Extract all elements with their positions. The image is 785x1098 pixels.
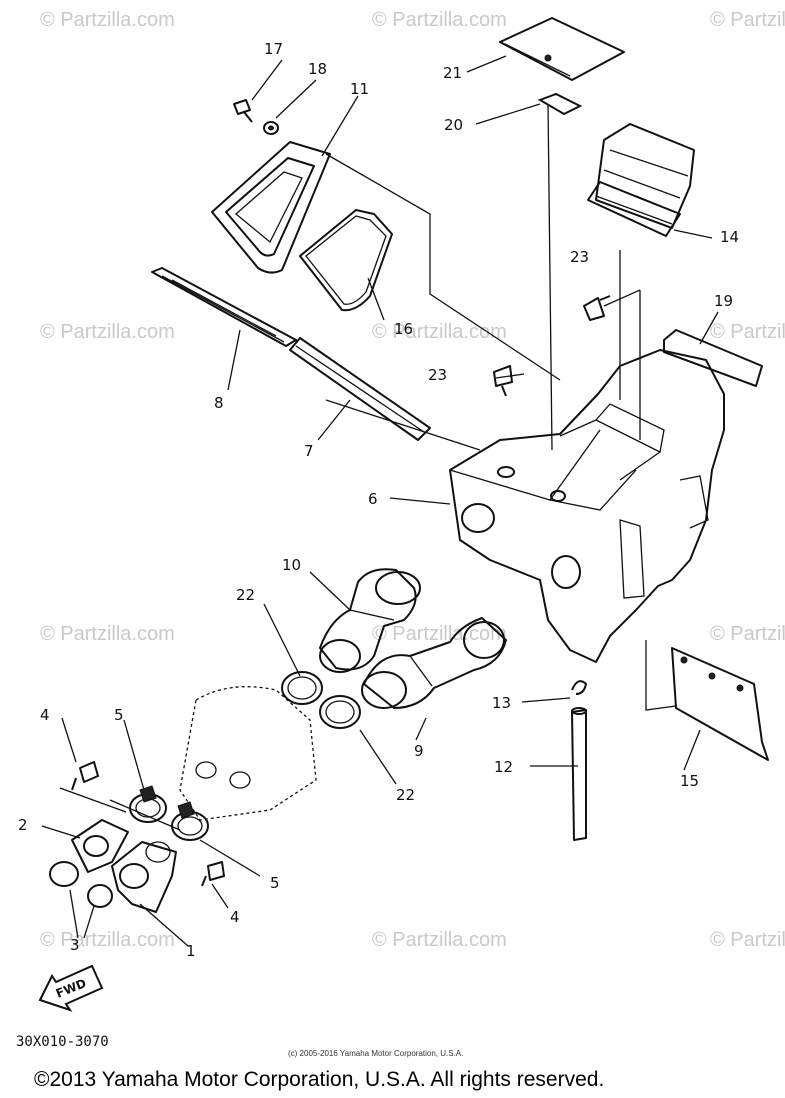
watermark: © Partzilla.com [372,321,507,343]
callout-7: 7 [304,442,314,460]
part-17-bolt [233,99,253,123]
part-22-clamp-upper [281,671,323,705]
part-9-joint-boot [361,617,507,709]
part-14-intake-boot [587,123,695,237]
part-1-manifold [111,841,177,913]
callout-19: 19 [714,292,733,310]
callout-16: 16 [394,320,413,338]
callout-14: 14 [720,228,739,246]
watermarks: © Partzilla.com © Partzilla.com © Partzi… [40,9,785,951]
fwd-arrow-icon: FWD [38,964,104,1012]
part-18-washer [263,121,279,135]
watermark: © Partzilla.com [710,321,785,343]
callout-17: 17 [264,40,283,58]
leader-lines [41,55,719,947]
part-12-drain-tube [571,707,587,841]
callout-10: 10 [282,556,301,574]
watermark: © Partzilla.com [372,929,507,951]
copyright-footer: ©2013 Yamaha Motor Corporation, U.S.A. A… [34,1068,604,1091]
callout-22: 22 [236,586,255,604]
callout-11: 11 [350,80,369,98]
callout-2: 2 [18,816,28,834]
watermark: © Partzilla.com [40,321,175,343]
callout-5: 5 [114,706,124,724]
part-15-plate [671,647,769,761]
engine-outline [179,686,317,821]
callout-6: 6 [368,490,378,508]
watermark: © Partzilla.com [710,9,785,31]
part-4-bolt-lower [201,861,225,887]
callout-1: 1 [186,942,196,960]
callout-3: 3 [70,936,80,954]
watermark: © Partzilla.com [372,9,507,31]
callout-23: 23 [570,248,589,266]
part-3-o-ring-right [87,884,113,908]
part-5-clamp-lower [171,801,209,841]
callout-21: 21 [443,64,462,82]
callout-22: 22 [396,786,415,804]
part-23-bolt-lower [493,365,513,397]
watermark: © Partzilla.com [710,929,785,951]
callout-23: 23 [428,366,447,384]
part-23-bolt-upper [583,295,611,321]
part-22-clamp-lower [319,695,361,729]
part-6-air-box [449,349,725,663]
copyright-small: (c) 2005-2016 Yamaha Motor Corporation, … [288,1049,463,1058]
callout-9: 9 [414,742,424,760]
watermark: © Partzilla.com [40,929,175,951]
callout-5: 5 [270,874,280,892]
watermark: © Partzilla.com [40,9,175,31]
callout-13: 13 [492,694,511,712]
callout-labels: 17 18 11 21 20 14 23 19 16 23 8 7 6 10 2… [18,40,739,960]
part-21-cover-plate [499,17,625,81]
callout-12: 12 [494,758,513,776]
callout-8: 8 [214,394,224,412]
part-16-gasket [299,209,393,312]
callout-20: 20 [444,116,463,134]
callout-18: 18 [308,60,327,78]
part-20-pad [537,92,583,116]
callout-4: 4 [40,706,50,724]
part-11-filter-cage [211,141,331,274]
part-8-filter-foam [151,267,297,347]
callout-4: 4 [230,908,240,926]
part-10-joint-boot [319,568,421,673]
part-2-manifold [71,819,129,873]
part-7-filter-element [289,337,431,441]
part-3-o-ring-left [49,861,79,887]
document-number: 30X010-3070 [16,1034,109,1050]
part-4-bolt-upper [71,761,99,791]
callout-15: 15 [680,772,699,790]
part-13-clip [571,680,587,695]
watermark: © Partzilla.com [40,623,175,645]
watermark: © Partzilla.com [372,623,507,645]
watermark: © Partzilla.com [710,623,785,645]
